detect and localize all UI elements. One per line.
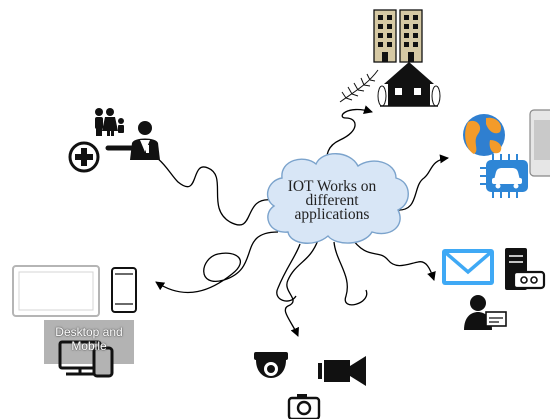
center-label-line-2: different — [305, 192, 359, 209]
branch-curl-a — [333, 241, 368, 306]
photo-camera-icon — [287, 394, 321, 419]
center-label-line-3: applications — [294, 206, 370, 223]
server-icon — [505, 248, 546, 290]
doctor-icon — [105, 121, 160, 160]
devices-caption: Desktop and Mobile — [55, 325, 123, 353]
desktop-mobile-icon — [44, 320, 134, 378]
tablet-icon — [12, 265, 100, 317]
arrow-to-security — [284, 239, 319, 337]
branch-curl-b — [276, 243, 301, 302]
buildings-icon — [373, 9, 423, 63]
user-mail-icon — [464, 295, 507, 330]
house-icon — [377, 62, 441, 107]
center-label-line-1: IOT Works on — [287, 178, 377, 195]
arrow-to-connected-car — [395, 154, 449, 211]
dome-camera-icon — [254, 352, 288, 378]
car-chip-icon — [480, 154, 528, 198]
mobile-icon — [111, 267, 137, 313]
phone-icon — [529, 109, 550, 177]
arrow-to-devices — [155, 231, 279, 294]
center-label: IOT Works on different applications — [262, 178, 402, 223]
arrow-to-communication — [349, 235, 436, 281]
arrow-to-healthcare — [139, 147, 273, 226]
family-icon — [95, 108, 124, 136]
mail-icon — [442, 249, 494, 285]
connector-lines — [139, 105, 449, 337]
medical-cross-icon — [68, 141, 100, 173]
plant-icon — [339, 69, 379, 103]
globe-icon — [463, 114, 505, 156]
video-camera-icon — [318, 356, 366, 386]
center-cloud — [266, 153, 409, 244]
